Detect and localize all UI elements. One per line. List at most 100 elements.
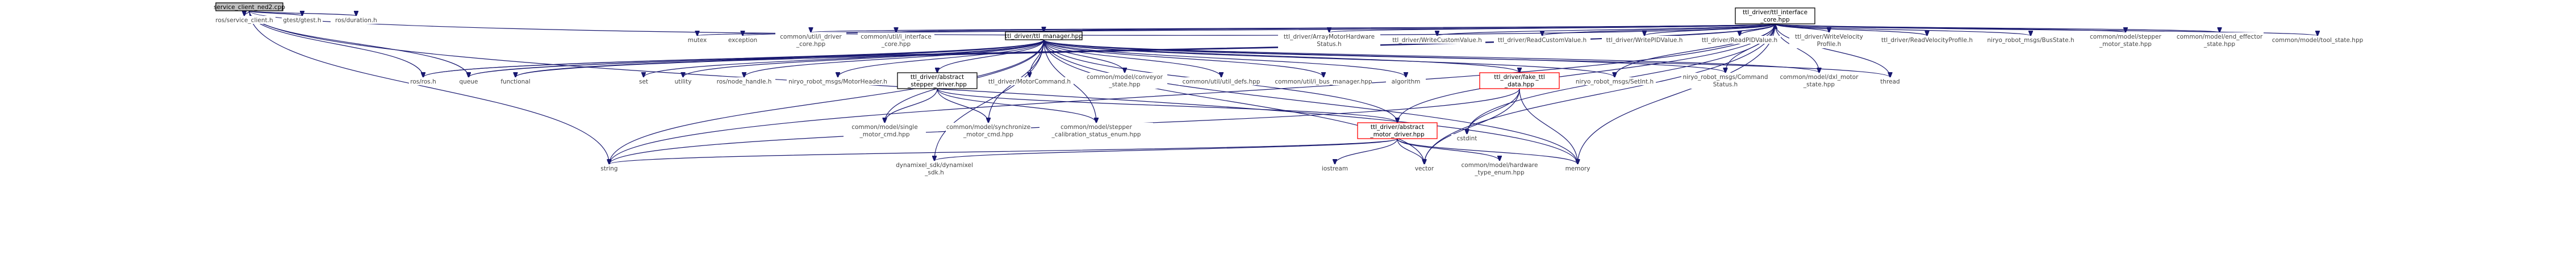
node-label: common/model/tool_state.hpp xyxy=(2272,37,2364,44)
node-box xyxy=(721,36,764,44)
edge-ttl-manager-to-algorithm xyxy=(1043,39,1406,77)
node-abstract-motor[interactable]: ttl_driver/abstract_motor_driver.hpp xyxy=(1357,122,1438,139)
node-box xyxy=(682,36,713,44)
node-label: algorithm xyxy=(1392,78,1421,85)
edge-ttl-manager-to-dynamixel xyxy=(934,39,1045,161)
node-box xyxy=(1562,164,1593,172)
node-iostream: iostream xyxy=(1315,164,1355,172)
node-label: service_client_ned2.cpp xyxy=(214,4,285,11)
node-box xyxy=(1039,123,1153,139)
node-hw-type-enum: common/model/hardware_type_enum.hpp xyxy=(1454,161,1545,177)
edge-ttl-interface-to-tool-state xyxy=(1775,23,2318,36)
node-box xyxy=(1681,73,1769,89)
node-ttl-interface[interactable]: ttl_driver/ttl_interface_core.hpp xyxy=(1735,7,1815,24)
node-box xyxy=(282,16,323,24)
node-label: common/model/end_effector xyxy=(2177,34,2263,40)
node-label: cstdint xyxy=(1457,135,1477,142)
node-motor-header: niryo_robot_msgs/MotorHeader.h xyxy=(787,77,889,85)
node-set-int: niryo_robot_msgs/SetInt.h xyxy=(1573,77,1656,85)
node-box xyxy=(1454,161,1545,177)
node-box xyxy=(986,77,1074,85)
node-box xyxy=(331,16,382,24)
node-label: memory xyxy=(1565,165,1590,172)
edge-ttl-interface-to-set-int xyxy=(1615,23,1776,77)
node-label: ttl_driver/WriteVelocity xyxy=(1795,34,1863,40)
node-label: vector xyxy=(1415,165,1434,172)
edge-ttl-interface-to-read-velocity xyxy=(1775,23,1927,36)
node-ttl-manager[interactable]: ttl_driver/ttl_manager.hpp xyxy=(1005,31,1083,40)
edge-ttl-manager-to-memory xyxy=(1043,39,1578,164)
edge-ttl-manager-to-vector xyxy=(1043,39,1425,164)
node-box xyxy=(946,123,1031,139)
node-label: _stepper_driver.hpp xyxy=(907,81,967,88)
node-box xyxy=(215,2,283,11)
node-gtest: gtest/gtest.h xyxy=(282,16,323,24)
node-abstract-stepper[interactable]: ttl_driver/abstract_stepper_driver.hpp xyxy=(897,72,978,89)
node-stepper-calib: common/model/stepper_calibration_status_… xyxy=(1039,123,1153,139)
node-conveyor-state: common/model/conveyor_state.hpp xyxy=(1082,73,1167,89)
node-root[interactable]: service_client_ned2.cpp xyxy=(214,2,285,11)
node-label: iostream xyxy=(1322,165,1348,172)
node-label: ttl_driver/ReadVelocityProfile.h xyxy=(1881,37,1973,44)
node-i-bus-manager: common/util/i_bus_manager.hpp xyxy=(1275,77,1372,85)
edge-ttl-manager-to-motor-header xyxy=(838,39,1045,77)
node-label: _type_enum.hpp xyxy=(1474,169,1525,176)
edge-ttl-interface-to-array-motor xyxy=(1329,23,1776,32)
edge-ttl-interface-to-bus-state xyxy=(1775,23,2031,36)
node-label: niryo_robot_msgs/Command xyxy=(1682,74,1768,81)
node-label: ros/ros.h xyxy=(410,78,436,85)
node-util-defs: common/util/util_defs.hpp xyxy=(1179,77,1264,85)
node-label: ttl_driver/ttl_manager.hpp xyxy=(1005,33,1083,40)
node-box xyxy=(2176,32,2264,48)
node-box xyxy=(1389,36,1485,44)
node-label: common/model/conveyor xyxy=(1087,74,1163,81)
node-single-cmd: common/model/single_motor_cmd.hpp xyxy=(844,123,926,139)
node-dynamixel: dynamixel_sdk/dynamixel_sdk.h xyxy=(886,161,983,177)
node-bus-state: niryo_robot_msgs/BusState.h xyxy=(1985,36,2076,44)
node-label: common/model/dxl_motor xyxy=(1780,74,1859,81)
node-label: niryo_robot_msgs/BusState.h xyxy=(1987,37,2074,44)
node-box xyxy=(1005,31,1083,40)
node-label: _data.hpp xyxy=(1504,81,1535,88)
node-box xyxy=(454,77,483,85)
node-label: utility xyxy=(675,78,692,85)
edge-ttl-manager-to-thread xyxy=(1043,39,1890,77)
node-label: _motor_cmd.hpp xyxy=(963,131,1013,138)
node-label: _core.hpp xyxy=(881,41,911,48)
edge-ttl-manager-to-set-int xyxy=(1043,39,1615,77)
node-box xyxy=(494,77,537,85)
edge-abstract-stepper-to-single-cmd xyxy=(885,88,938,123)
node-label: common/model/hardware xyxy=(1462,162,1538,169)
node-box xyxy=(1494,36,1590,44)
edge-ttl-manager-to-queue xyxy=(469,39,1045,77)
node-label: gtest/gtest.h xyxy=(283,17,321,24)
node-label: ttl_driver/WritePIDValue.h xyxy=(1606,37,1683,44)
node-label: ros/service_client.h xyxy=(215,17,273,24)
node-fake-ttl[interactable]: ttl_driver/fake_ttl_data.hpp xyxy=(1479,72,1560,89)
edge-ttl-interface-to-write-pid xyxy=(1644,23,1776,36)
node-box xyxy=(1315,164,1355,172)
edge-ttl-interface-to-thread xyxy=(1775,23,1890,77)
node-label: _motor_state.hpp xyxy=(2099,41,2152,48)
edge-abstract-motor-to-hw-type-enum xyxy=(1397,138,1500,161)
node-label: dynamixel_sdk/dynamixel xyxy=(896,162,973,169)
edge-abstract-stepper-to-sync-cmd xyxy=(937,88,988,123)
node-label: common/model/stepper xyxy=(1061,124,1132,131)
edge-ttl-interface-to-end-effector xyxy=(1775,23,2220,32)
node-box xyxy=(1602,36,1687,44)
node-label: ttl_driver/WriteCustomValue.h xyxy=(1392,37,1482,44)
edge-root-to-ros-service xyxy=(244,10,250,16)
edge-ttl-manager-to-util-defs xyxy=(1043,39,1222,77)
node-label: niryo_robot_msgs/SetInt.h xyxy=(1576,78,1654,85)
node-box xyxy=(213,16,275,24)
node-box xyxy=(1409,164,1440,172)
edge-ttl-manager-to-string xyxy=(609,39,1045,164)
node-exception: exception xyxy=(721,36,764,44)
edge-abstract-motor-to-string xyxy=(609,138,1398,164)
node-box xyxy=(633,77,654,85)
node-box xyxy=(1789,32,1869,48)
node-label: _calibration_status_enum.hpp xyxy=(1051,131,1141,138)
edge-ttl-manager-to-node-handle xyxy=(744,39,1045,77)
